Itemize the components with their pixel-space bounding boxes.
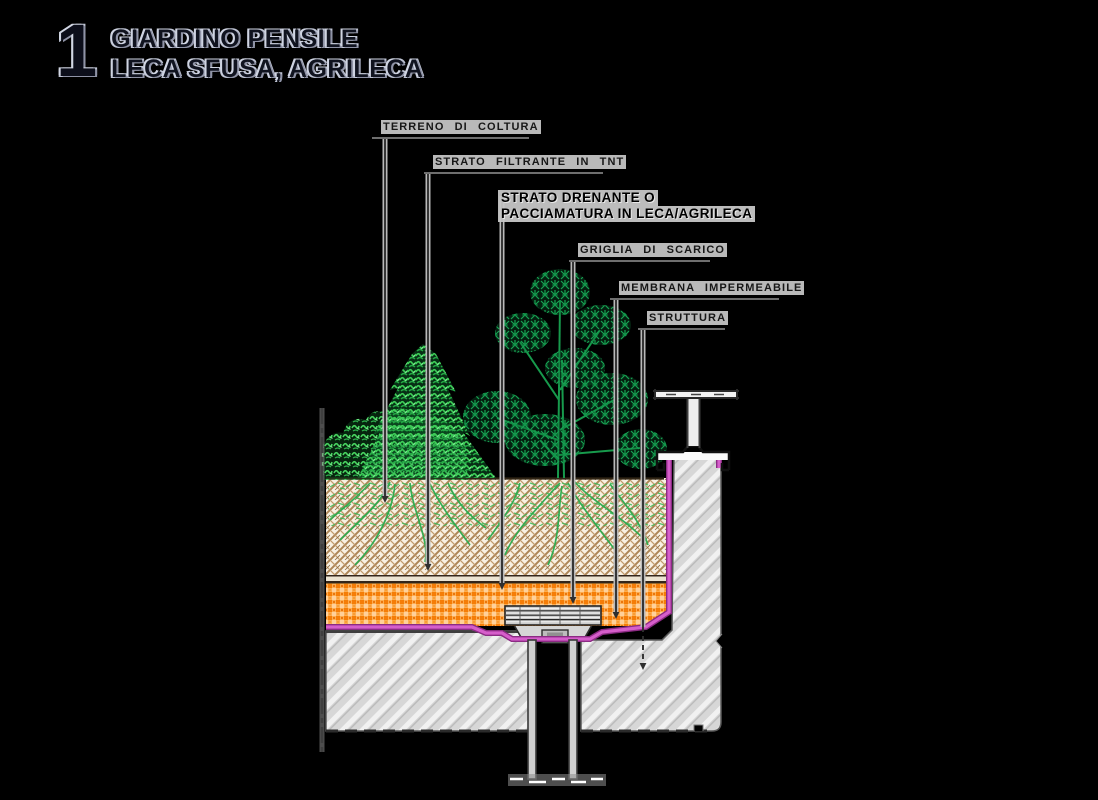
break-notch-right-icon: [715, 633, 723, 649]
leader-membrana: [612, 299, 620, 619]
leader-terreno: [381, 138, 389, 503]
drain-pipe: [508, 639, 606, 786]
label-strato-filtrante: STRATO FILTRANTE IN TNT: [424, 155, 627, 174]
structure-slab-left: [325, 630, 531, 733]
label-griglia-di-scarico: GRIGLIA DI SCARICO: [569, 243, 728, 262]
filter-fabric-tnt-line: [326, 574, 668, 583]
label-struttura: STRUTTURA: [638, 311, 729, 330]
title-line-2: LECA SFUSA, AGRILECA: [111, 55, 424, 83]
leader-drenante: [498, 196, 506, 590]
title-lines: GIARDINO PENSILE LECA SFUSA, AGRILECA: [111, 16, 423, 84]
label-membrana-impermeabile: MEMBRANA IMPERMEABILE: [610, 281, 805, 300]
bottom-notch-icon: [693, 724, 704, 731]
pine-foliage: [463, 269, 667, 469]
leader-lines: [381, 138, 647, 670]
drain-grille: [504, 605, 602, 626]
railing-post: [653, 389, 739, 448]
leader-filtrante: [424, 173, 432, 571]
pine-tree: [463, 269, 667, 479]
leader-griglia: [569, 261, 577, 604]
pipe-break-marks-icon: [510, 777, 603, 784]
label-strato-drenante: STRATO DRENANTE O PACCIAMATURA IN LECA/A…: [498, 190, 756, 222]
detail-number: 1: [56, 9, 98, 92]
title-line-1: GIARDINO PENSILE: [111, 25, 359, 53]
title-block: 1 GIARDINO PENSILE LECA SFUSA, AGRILECA: [56, 9, 423, 92]
leader-struttura: [639, 329, 647, 670]
label-terreno-di-coltura: TERRENO DI COLTURA: [372, 120, 541, 139]
